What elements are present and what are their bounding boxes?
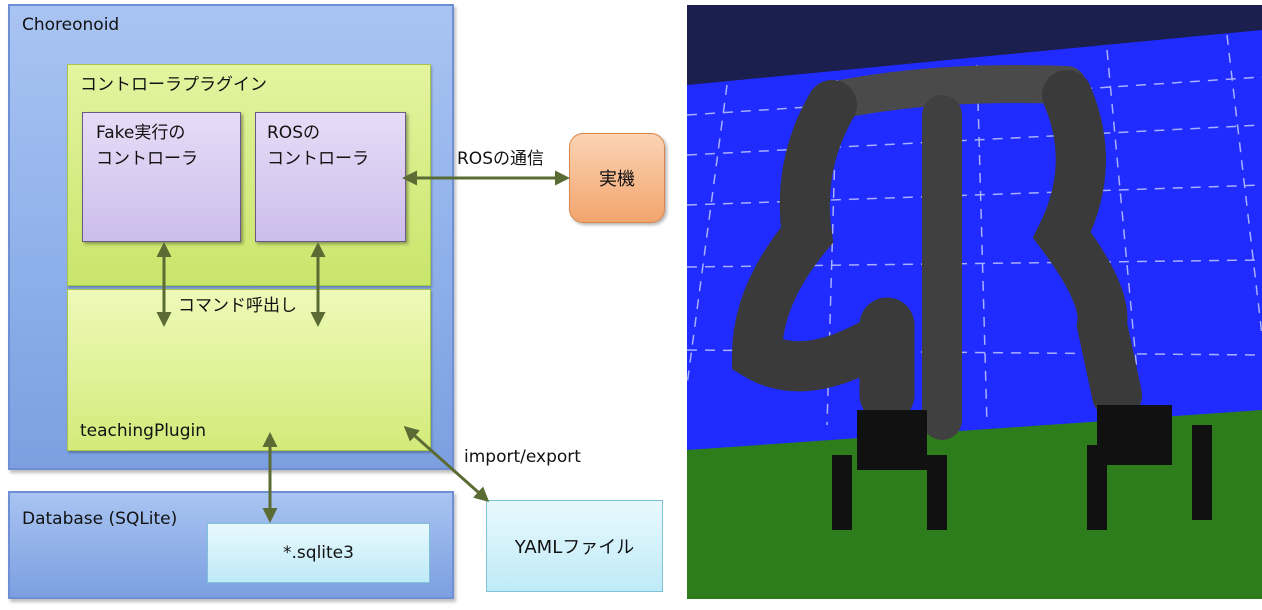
yaml-file-box: YAMLファイル: [486, 500, 663, 592]
ros-controller-label: ROSの コントローラ: [267, 123, 369, 169]
ros-controller-box: [255, 112, 406, 242]
controller-plugin-title: コントローラプラグイン: [80, 75, 267, 95]
teaching-plugin-title: teachingPlugin: [80, 421, 206, 441]
fake-controller-label: Fake実行の コントローラ: [96, 123, 198, 169]
command-call-label: コマンド呼出し: [178, 296, 297, 316]
import-export-label: import/export: [464, 447, 581, 467]
robot-scene-image: [687, 5, 1262, 599]
database-title: Database (SQLite): [22, 509, 178, 529]
teaching-plugin-box: [67, 289, 431, 451]
right-gripper: [1087, 405, 1212, 530]
sqlite-file-box: *.sqlite3: [207, 523, 430, 583]
yaml-file-label: YAMLファイル: [514, 537, 635, 558]
real-machine-box: 実機: [569, 133, 665, 223]
robot-body: [731, 65, 1142, 440]
sqlite-file-label: *.sqlite3: [283, 543, 354, 563]
choreonoid-title: Choreonoid: [22, 15, 120, 35]
real-machine-label: 実機: [599, 169, 635, 190]
left-gripper: [832, 410, 947, 530]
fake-controller-box: [82, 112, 241, 242]
ros-communication-label: ROSの通信: [457, 149, 544, 169]
